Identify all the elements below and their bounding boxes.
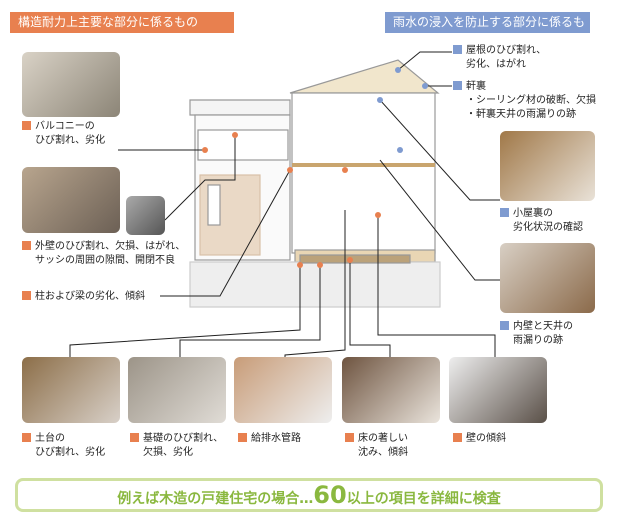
- photo-plumbing: [234, 357, 332, 423]
- label-foundation: 基礎のひび割れ、欠損、劣化: [130, 432, 223, 460]
- photo-wall-detail: [126, 196, 165, 235]
- structural-header: 構造耐力上主要な部分に係るもの: [10, 12, 234, 33]
- label-interior: 内壁と天井の雨漏りの跡: [500, 320, 573, 348]
- label-floor: 床の著しい沈み、傾斜: [345, 432, 408, 460]
- photo-wall-tilt: [449, 357, 547, 423]
- label-exterior-wall: 外壁のひび割れ、欠損、はがれ、サッシの周囲の隙間、開閉不良: [22, 240, 185, 268]
- label-wall-tilt: 壁の傾斜: [453, 432, 506, 446]
- photo-attic: [500, 131, 595, 201]
- photo-sill: [22, 357, 120, 423]
- leader-lines: [69, 51, 500, 357]
- photo-interior: [500, 243, 595, 313]
- photo-floor: [342, 357, 440, 423]
- label-pillars-beams: 柱および梁の劣化、傾斜: [22, 290, 145, 304]
- label-sill: 土台のひび割れ、劣化: [22, 432, 105, 460]
- summary-banner: 例えば木造の戸建住宅の場合…60以上の項目を詳細に検査: [15, 478, 603, 512]
- photo-exterior-wall: [22, 167, 120, 233]
- label-attic: 小屋裏の劣化状況の確認: [500, 207, 583, 235]
- photo-foundation: [128, 357, 226, 423]
- marker-dots: [202, 67, 428, 268]
- label-eaves: 軒裏・シーリング材の破断、欠損・軒裏天井の雨漏りの跡: [453, 80, 596, 122]
- label-balcony: バルコニーのひび割れ、劣化: [22, 120, 105, 148]
- label-roof: 屋根のひび割れ、劣化、はがれ: [453, 44, 546, 72]
- rainwater-header: 雨水の浸入を防止する部分に係るもの: [385, 12, 590, 50]
- house-illustration: [189, 59, 441, 308]
- photo-balcony: [22, 52, 120, 117]
- label-plumbing: 給排水管路: [238, 432, 301, 446]
